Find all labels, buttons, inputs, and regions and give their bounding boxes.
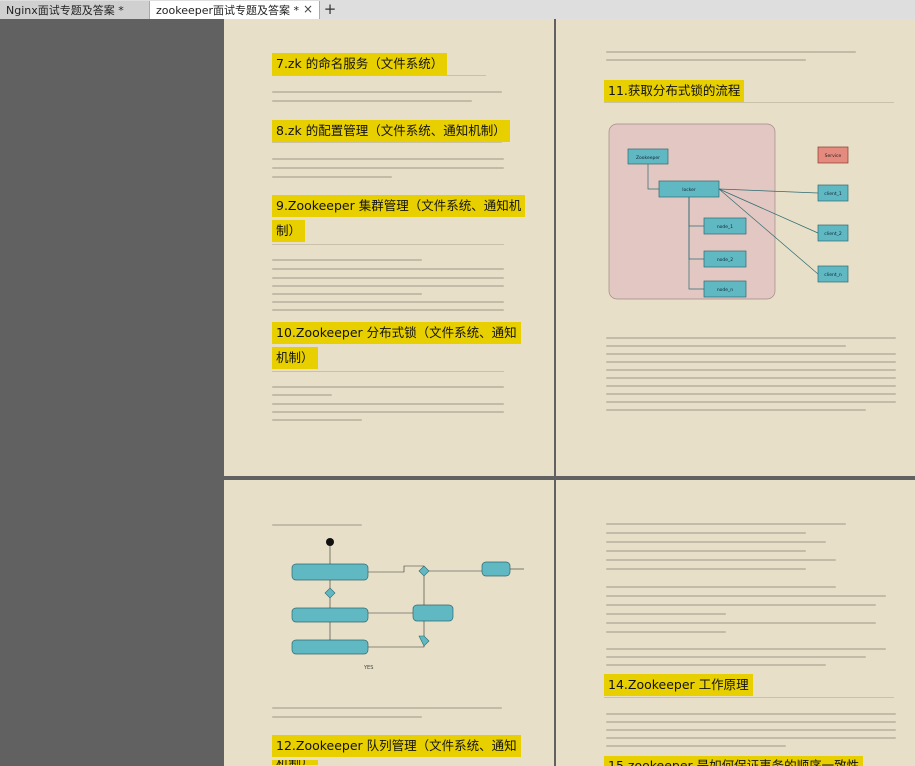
heading-9-cont: 制） [272, 220, 306, 242]
heading-15: 15.zookeeper 是如何保证事务的顺序一致性 [604, 756, 864, 766]
flow-yes-label: YES [364, 665, 374, 671]
tab-zookeeper[interactable]: zookeeper面试专题及答案 * × [150, 1, 320, 19]
service-label: Service [825, 153, 842, 159]
tab-bar: Nginx面试专题及答案 * zookeeper面试专题及答案 * × + [0, 0, 915, 20]
service-node [817, 146, 849, 164]
node-n-label: node_n [717, 287, 733, 293]
heading-7: 7.zk 的命名服务（文件系统） [272, 53, 448, 75]
lock-flow-diagram: Zookeeper locker node_1 node_2 node_n Se… [608, 123, 849, 300]
heading-12-cont: 机制） [272, 760, 318, 765]
client-n-label: client_n [824, 272, 842, 278]
tab-label: zookeeper面试专题及答案 * [156, 4, 300, 17]
heading-14: 14.Zookeeper 工作原理 [604, 674, 753, 696]
node-2-label: node_2 [717, 257, 733, 263]
heading-12: 12.Zookeeper 队列管理（文件系统、通知 [272, 735, 521, 757]
locker-label: locker [682, 187, 696, 193]
close-icon[interactable]: × [302, 2, 313, 16]
document-viewer[interactable]: 7.zk 的命名服务（文件系统） 8.zk 的配置管理（文件系统、通知机制） 9… [0, 19, 915, 766]
tab-nginx[interactable]: Nginx面试专题及答案 * [0, 1, 150, 19]
queue-flow-diagram [291, 538, 524, 655]
client-2-label: client_2 [824, 231, 842, 237]
new-tab-button[interactable]: + [320, 1, 340, 19]
heading-9: 9.Zookeeper 集群管理（文件系统、通知机 [272, 195, 526, 217]
page-4: 14.Zookeeper 工作原理 15.zookeeper 是如何保证事务的顺… [556, 480, 915, 766]
page-1: 7.zk 的命名服务（文件系统） 8.zk 的配置管理（文件系统、通知机制） 9… [224, 19, 554, 476]
client-1-label: client_1 [824, 191, 842, 197]
node-1-label: node_1 [717, 224, 733, 230]
page-2: 11.获取分布式锁的流程 Zookeeper locker node_1 nod… [556, 19, 915, 476]
zookeeper-label: Zookeeper [636, 155, 660, 161]
heading-11: 11.获取分布式锁的流程 [604, 80, 745, 102]
heading-10-cont: 机制） [272, 347, 318, 369]
plus-icon: + [323, 0, 337, 18]
heading-8: 8.zk 的配置管理（文件系统、通知机制） [272, 120, 510, 142]
tab-label: Nginx面试专题及答案 * [6, 4, 124, 17]
page-3: YES 12.Zookeeper 队列管理（文件系统、通知 机制） [224, 480, 554, 766]
heading-10: 10.Zookeeper 分布式锁（文件系统、通知 [272, 322, 521, 344]
